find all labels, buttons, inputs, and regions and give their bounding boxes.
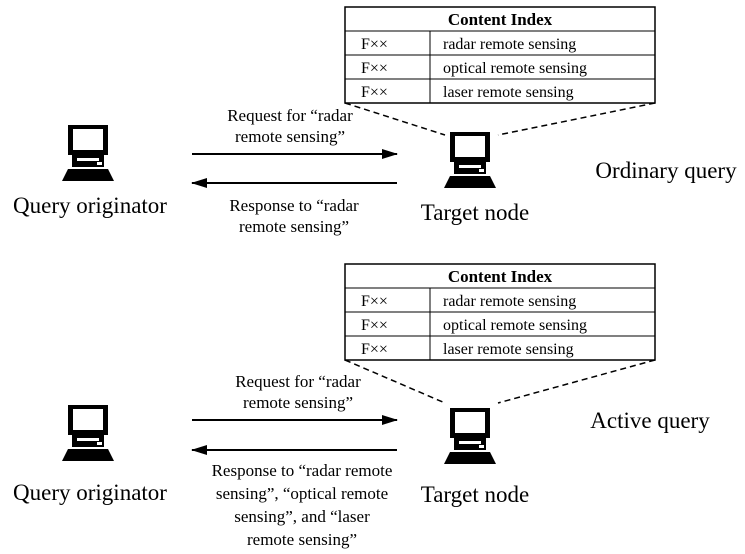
request-label-line: Request for “radar: [235, 372, 361, 391]
index-connector-left: [344, 359, 446, 404]
content-index-title: Content Index: [448, 10, 553, 29]
index-row-topic: radar remote sensing: [443, 36, 576, 53]
query-originator-computer-icon: [62, 405, 114, 461]
query-originator-label: Query originator: [13, 480, 167, 505]
panel-ordinary-query: Content Index F×× radar remote sensing F…: [13, 6, 737, 236]
target-node-label: Target node: [421, 200, 529, 225]
response-label-line: sensing”, “optical remote: [216, 484, 388, 503]
response-label-line: remote sensing”: [247, 530, 357, 549]
target-node-computer-icon: [444, 132, 496, 188]
query-originator-label: Query originator: [13, 193, 167, 218]
target-node-label: Target node: [421, 482, 529, 507]
index-row-code: F××: [361, 293, 388, 310]
index-row-topic: radar remote sensing: [443, 293, 576, 310]
index-row-code: F××: [361, 36, 388, 53]
index-row-topic: optical remote sensing: [443, 60, 587, 77]
index-row-code: F××: [361, 317, 388, 334]
index-connector-left: [344, 102, 446, 136]
index-row-code: F××: [361, 60, 388, 77]
content-index-table: Content Index F×× radar remote sensing F…: [344, 6, 656, 104]
index-row-topic: laser remote sensing: [443, 84, 574, 101]
query-type-label: Active query: [590, 408, 710, 433]
response-label-line: remote sensing”: [239, 217, 349, 236]
response-label-line: Response to “radar remote: [212, 461, 393, 480]
query-originator-computer-icon: [62, 125, 114, 181]
content-index-title: Content Index: [448, 267, 553, 286]
response-label-line: Response to “radar: [229, 196, 359, 215]
index-row-code: F××: [361, 84, 388, 101]
index-row-topic: laser remote sensing: [443, 341, 574, 358]
index-connector-right: [497, 102, 656, 136]
index-row-topic: optical remote sensing: [443, 317, 587, 334]
query-type-label: Ordinary query: [595, 158, 737, 183]
response-label-line: sensing”, and “laser: [234, 507, 370, 526]
request-label-line: remote sensing”: [243, 393, 353, 412]
request-label-line: remote sensing”: [235, 127, 345, 146]
index-row-code: F××: [361, 341, 388, 358]
index-connector-right: [497, 359, 656, 404]
request-label-line: Request for “radar: [227, 106, 353, 125]
panel-active-query: Content Index F×× radar remote sensing F…: [13, 263, 710, 549]
target-node-computer-icon: [444, 408, 496, 464]
content-index-table: Content Index F×× radar remote sensing F…: [344, 263, 656, 361]
